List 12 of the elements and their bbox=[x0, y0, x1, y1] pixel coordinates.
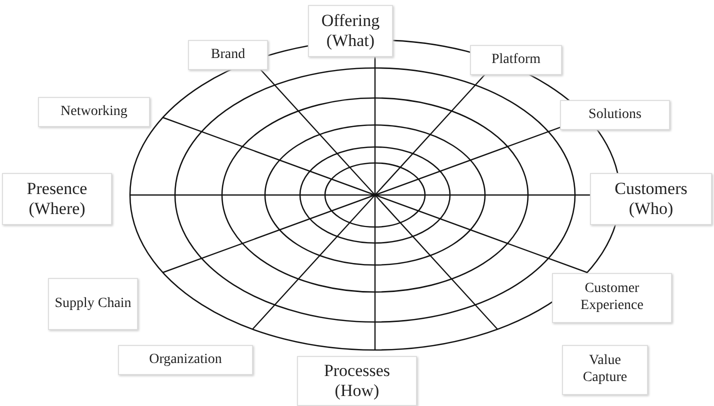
dimension-label: Customers (Who) bbox=[590, 173, 712, 225]
dimension-label: Brand bbox=[188, 40, 268, 70]
dimension-label: Customer Experience bbox=[552, 273, 672, 323]
dimension-label: Networking bbox=[38, 97, 150, 127]
dimension-label: Platform bbox=[470, 45, 562, 75]
dimension-label: Offering (What) bbox=[308, 5, 393, 57]
dimension-label: Solutions bbox=[560, 100, 670, 130]
dimension-label: Presence (Where) bbox=[2, 173, 112, 225]
dimension-label: Supply Chain bbox=[48, 278, 138, 330]
dimension-label: Value Capture bbox=[562, 345, 648, 395]
dimension-label: Organization bbox=[118, 345, 253, 375]
dimension-label: Processes (How) bbox=[297, 356, 417, 406]
